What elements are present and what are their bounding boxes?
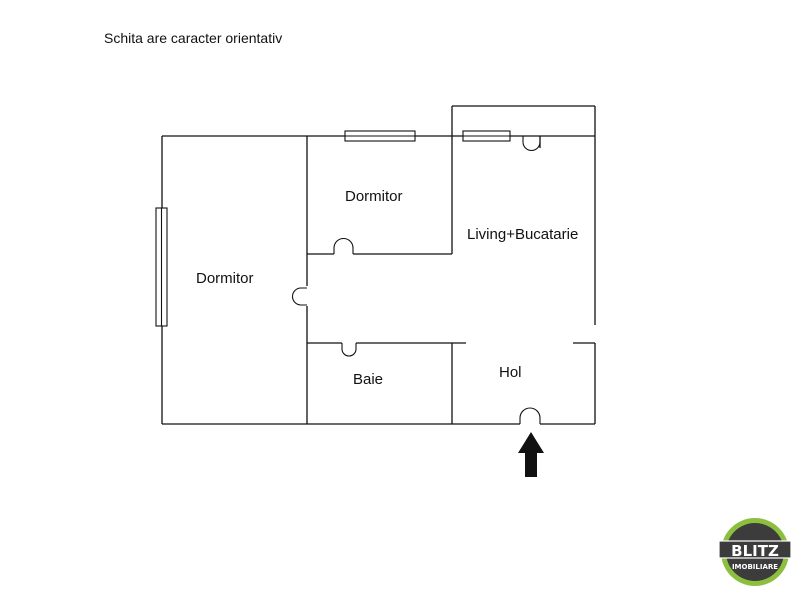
- door-bath: [341, 343, 357, 357]
- door-entrance: [519, 407, 541, 424]
- door-bedroom2: [333, 237, 354, 254]
- logo-band: [718, 540, 792, 559]
- walls: [161, 105, 596, 425]
- room-label-bath: Baie: [353, 371, 383, 388]
- room-label-bedroom1: Dormitor: [196, 270, 254, 287]
- room-label-hol: Hol: [499, 364, 522, 381]
- doors: [292, 136, 541, 424]
- logo-sub: IMOBILIARE: [732, 563, 778, 571]
- logo-brand: BLITZ: [731, 542, 779, 560]
- room-label-living: Living+Bucatarie: [467, 226, 578, 243]
- windows: [155, 130, 511, 327]
- door-living-balcony: [522, 136, 541, 151]
- room-labels: Dormitor Dormitor Living+Bucatarie Baie …: [196, 188, 578, 388]
- room-label-bedroom2: Dormitor: [345, 188, 403, 205]
- door-bedroom1: [292, 287, 307, 306]
- disclaimer-note: Schita are caracter orientativ: [104, 30, 283, 46]
- brand-logo: BLITZ IMOBILIARE: [718, 518, 792, 586]
- entrance-arrow-icon: [518, 432, 544, 477]
